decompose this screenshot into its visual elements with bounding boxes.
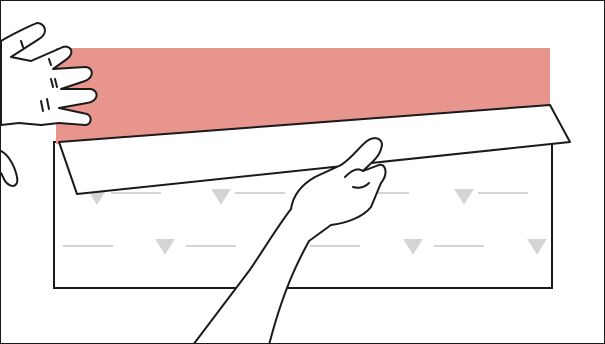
illustration-frame bbox=[0, 0, 605, 344]
peel-film-illustration bbox=[1, 1, 605, 344]
